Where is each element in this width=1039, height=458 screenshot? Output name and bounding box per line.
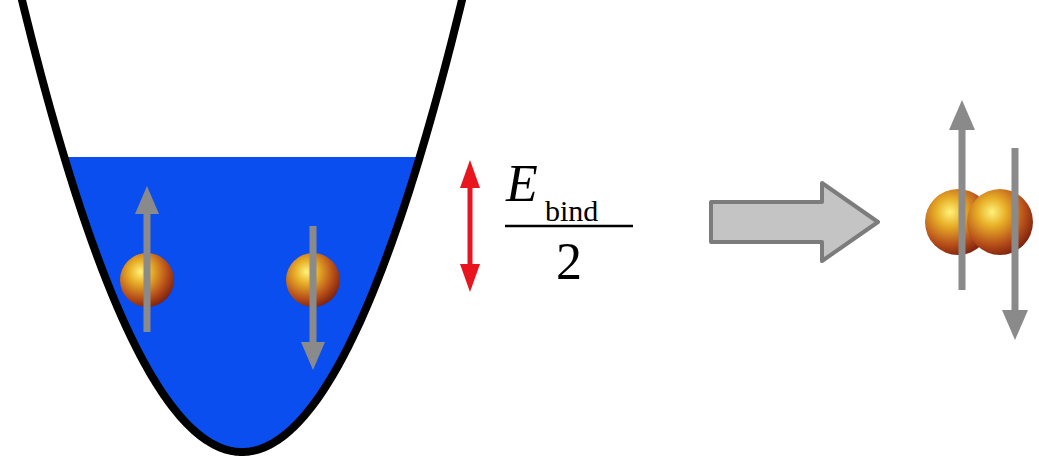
energy-arrow (468, 184, 473, 268)
spin-arrowhead (301, 342, 325, 370)
denominator: 2 (556, 236, 582, 288)
spin-arrow (144, 212, 151, 332)
spin-arrowhead (949, 100, 975, 130)
energy-arrowhead (460, 264, 480, 292)
spin-arrow (1012, 148, 1019, 312)
trap (20, 0, 464, 452)
spin-arrowhead (1002, 310, 1028, 340)
process-arrow (711, 183, 878, 261)
spin-arrow (310, 226, 317, 344)
energy-arrowhead (460, 160, 480, 188)
spin-arrowhead (135, 186, 159, 214)
subscript: bind (545, 196, 598, 226)
atom (967, 189, 1033, 255)
spin-arrow (959, 128, 966, 290)
energy-symbol: E (506, 158, 538, 210)
trap-potential (20, 0, 464, 452)
